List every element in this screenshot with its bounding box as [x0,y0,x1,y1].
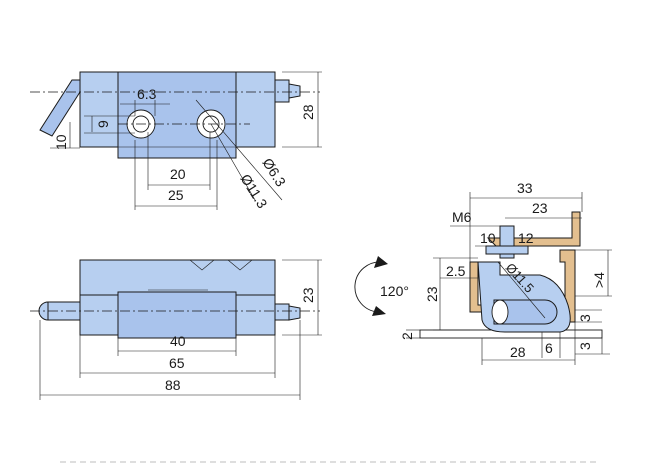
front-view: 23 40 65 88 [30,259,322,400]
dim-hole-spacing: 20 [170,166,186,182]
rotation-angle: 120° [380,283,409,299]
dim-offset: 2.5 [446,263,466,279]
dim-gap-b: 3 [577,342,593,350]
dim-min-gap: >4 [591,272,607,288]
dim-side-b: 12 [518,230,534,246]
dim-overall-height: 28 [300,104,316,120]
top-view: 6.3 9 10 28 20 25 Ø6.3 Ø11.3 [30,71,322,211]
dim-thread: M6 [452,209,472,225]
dim-hole-diameter: Ø6.3 [259,155,289,189]
dim-base-length: 28 [510,344,526,360]
dim-leaf-length: 65 [169,355,185,371]
dim-counterbore-diameter: Ø11.3 [237,171,270,211]
dim-pin-height: 10 [53,134,69,150]
front-barrel [117,291,237,339]
front-upper-leaf [79,259,276,296]
dim-side-a: 10 [480,230,496,246]
dim-barrel-length: 40 [170,333,186,349]
front-right-knob [274,303,290,321]
rotation-arrow-icon [354,256,388,316]
dim-bracket-width: 23 [532,200,548,216]
dim-slot-width: 6.3 [137,86,157,102]
dim-side-total-width: 33 [517,180,533,196]
side-view: 33 23 M6 10 12 2.5 Ø11.5 23 >4 2 [354,180,612,365]
dim-plate-thickness: 2 [399,332,415,340]
dim-gap-a: 3 [577,314,593,322]
pin-knob [274,79,290,103]
dim-side-height: 23 [424,286,440,302]
bent-pin [39,79,81,137]
dim-overall-length: 88 [165,377,181,393]
dim-six: 6 [545,340,553,356]
dim-slot-span: 25 [168,187,184,203]
hinge-pin-profile [493,299,558,325]
dim-hole-offset: 9 [95,120,111,128]
dim-front-height: 23 [300,287,316,303]
